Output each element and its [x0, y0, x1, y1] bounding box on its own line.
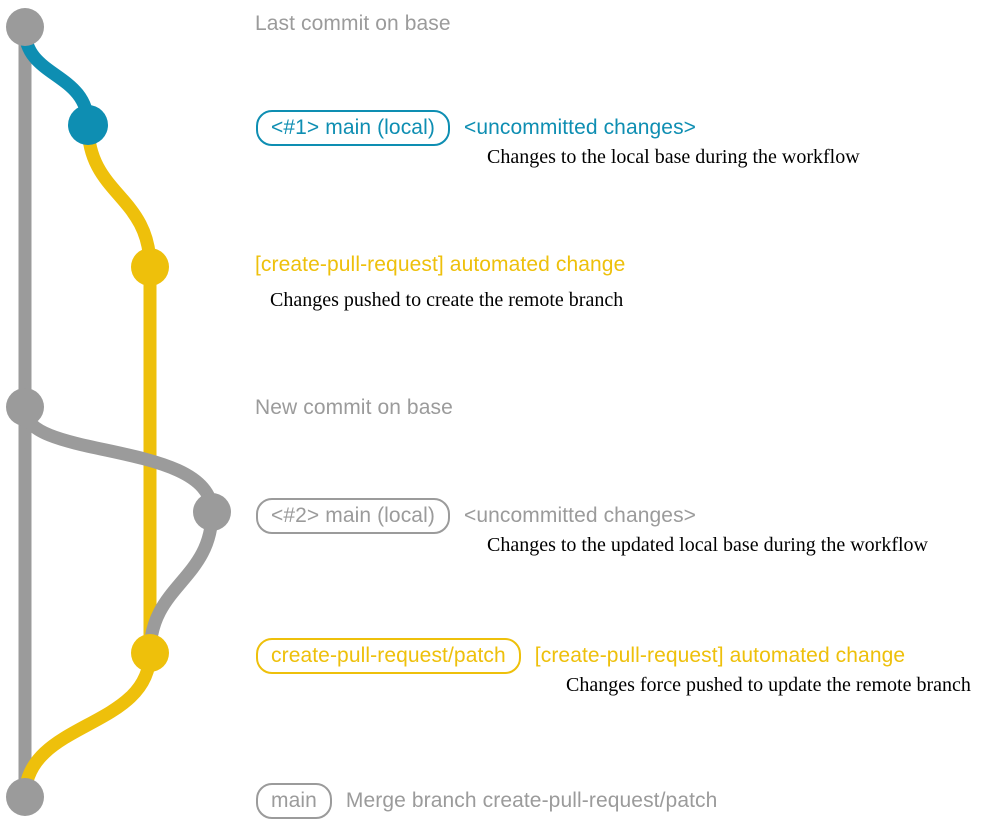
commit-subject: <uncommitted changes> [463, 504, 697, 527]
edge-local-1-to-remote-1 [81, 118, 157, 274]
ref-badge-local-1[interactable]: <#1> main (local) [256, 110, 450, 146]
edge-base-to-local-2 [18, 403, 219, 519]
commit-node-local-1[interactable] [68, 105, 108, 145]
edge-remote-2-to-merge [18, 646, 157, 804]
edge-local-2-to-remote-2 [143, 505, 219, 660]
commit-row-remote-patch-2: create-pull-request/patch [create-pull-r… [256, 638, 905, 674]
commit-node-last-commit-on-base[interactable] [6, 8, 44, 46]
commit-row-last-commit-on-base: Last commit on base [255, 12, 451, 36]
commit-node-remote-patch-2[interactable] [131, 634, 169, 672]
commit-node-merge[interactable] [6, 778, 44, 816]
commit-subject: <uncommitted changes> [463, 116, 697, 139]
commit-row-local-1: <#1> main (local) <uncommitted changes> [256, 110, 696, 146]
commit-subject: Merge branch create-pull-request/patch [345, 789, 718, 812]
commit-subject: [create-pull-request] automated change [534, 644, 906, 667]
commit-subject: Last commit on base [255, 12, 451, 35]
commit-row-local-2: <#2> main (local) <uncommitted changes> [256, 498, 696, 534]
commit-node-local-2[interactable] [193, 493, 231, 531]
commit-description-remote-patch-2: Changes force pushed to update the remot… [566, 674, 971, 696]
commit-row-new-commit-on-base: New commit on base [255, 396, 453, 420]
commit-node-remote-patch-1[interactable] [131, 248, 169, 286]
commit-subject: [create-pull-request] automated change [255, 253, 626, 276]
ref-badge-local-2[interactable]: <#2> main (local) [256, 498, 450, 534]
ref-badge-main[interactable]: main [256, 783, 332, 819]
ref-badge-remote-patch-2[interactable]: create-pull-request/patch [256, 638, 521, 674]
commit-node-new-commit-on-base[interactable] [6, 388, 44, 426]
commit-row-remote-patch-1: [create-pull-request] automated change [255, 253, 625, 277]
commit-subject: New commit on base [255, 396, 453, 419]
commit-description-local-2: Changes to the updated local base during… [487, 534, 928, 556]
commit-description-local-1: Changes to the local base during the wor… [487, 146, 860, 168]
commit-description-remote-patch-1: Changes pushed to create the remote bran… [270, 289, 624, 311]
commit-row-merge: main Merge branch create-pull-request/pa… [256, 783, 717, 819]
